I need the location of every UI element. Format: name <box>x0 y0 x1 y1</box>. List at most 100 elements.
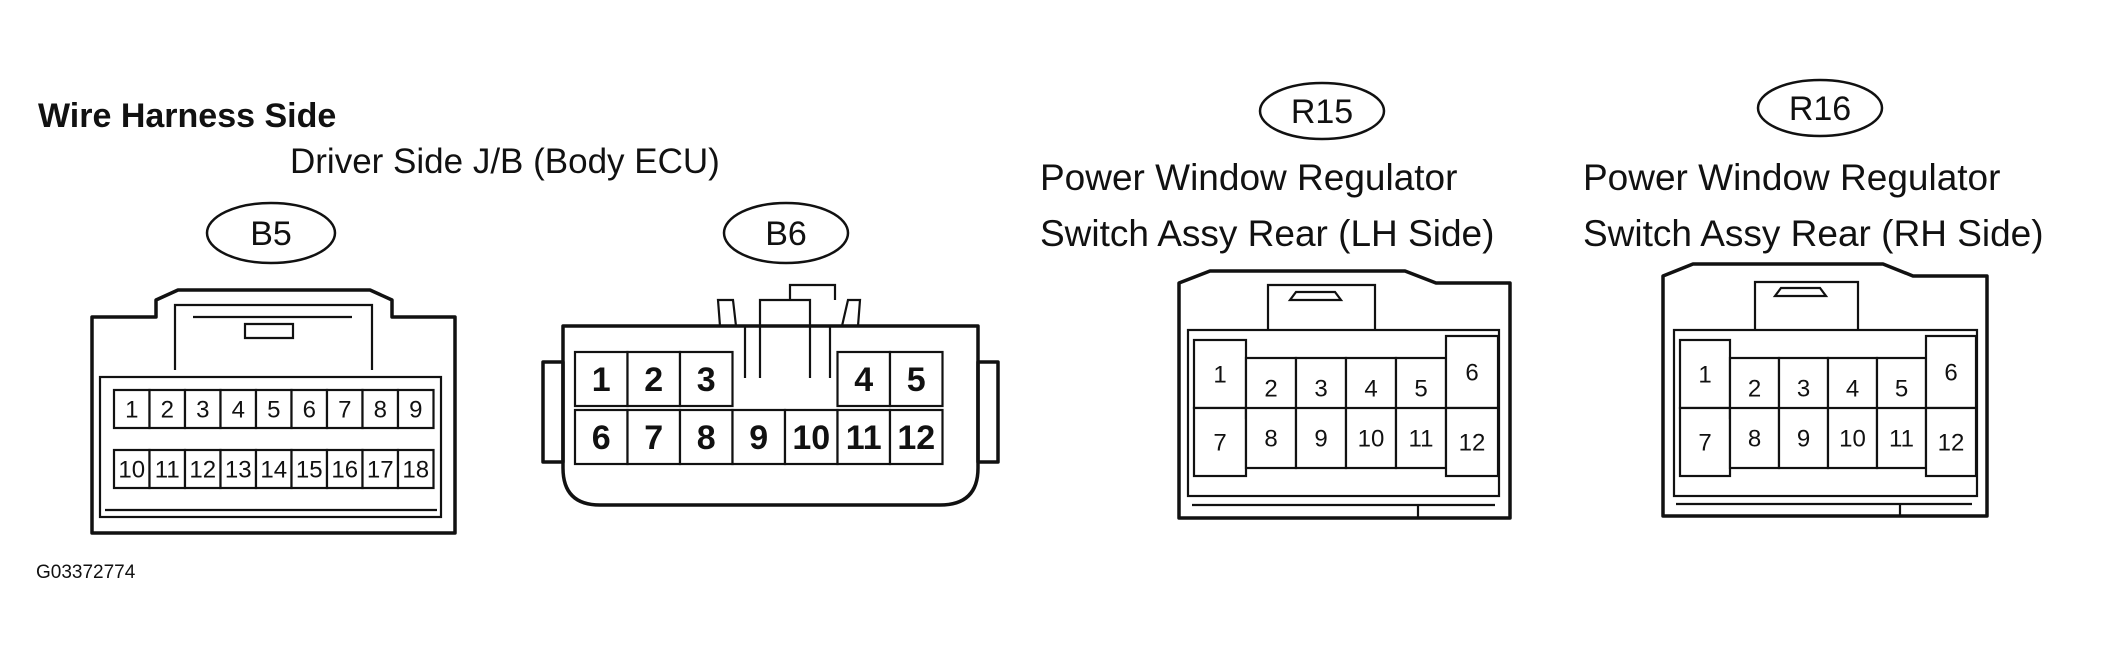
r16-badge-text: R16 <box>1789 90 1851 128</box>
pin-number: 4 <box>232 397 245 424</box>
driver-side-jb-label: Driver Side J/B (Body ECU) <box>290 142 720 181</box>
pin-number: 11 <box>1409 426 1434 453</box>
pin-cavity <box>361 388 400 430</box>
figure-id: G03372774 <box>36 562 136 583</box>
pin-number: 2 <box>644 361 663 399</box>
pin-number: 4 <box>1364 376 1377 403</box>
pin-cavity <box>678 350 734 408</box>
pin-number: 6 <box>303 397 316 424</box>
pin-cavity <box>148 448 187 490</box>
pin-cavity <box>573 408 629 466</box>
pin-cavity <box>1394 406 1448 470</box>
pin-cavity <box>573 350 629 408</box>
r15-label-line1: Power Window Regulator <box>1040 157 1458 198</box>
pin-number: 6 <box>1465 360 1478 387</box>
pin-cavity <box>888 408 944 466</box>
r16-badge <box>1756 78 1884 138</box>
pin-number: 5 <box>907 361 926 399</box>
r15-label-line2: Switch Assy Rear (LH Side) <box>1040 213 1495 254</box>
pin-cavity <box>112 388 151 430</box>
pin-number: 13 <box>225 457 252 484</box>
pin-number: 9 <box>1314 426 1327 453</box>
pin-number: 9 <box>1797 426 1810 453</box>
pin-cavity <box>1294 406 1348 470</box>
b5-badge <box>205 201 337 265</box>
r16-housing <box>1661 262 1989 518</box>
pin-cavity <box>626 350 682 408</box>
pin-number: 8 <box>1748 426 1761 453</box>
pin-number: 2 <box>1748 376 1761 403</box>
pin-number: 2 <box>161 397 174 424</box>
pin-number: 3 <box>697 361 716 399</box>
pin-number: 10 <box>1358 426 1385 453</box>
pin-number: 16 <box>331 457 358 484</box>
pin-number: 15 <box>296 457 323 484</box>
pin-cavity <box>148 388 187 430</box>
diagram-title: Wire Harness Side <box>38 97 337 135</box>
b6-left-tab <box>541 360 565 464</box>
pin-number: 17 <box>367 457 394 484</box>
b6-badge-text: B6 <box>765 215 807 253</box>
pin-number: 5 <box>267 397 280 424</box>
pin-cavity <box>1192 406 1248 478</box>
pin-number: 8 <box>374 397 387 424</box>
pin-number: 3 <box>1314 376 1327 403</box>
pin-number: 12 <box>1938 430 1965 457</box>
r16-label: Power Window Regulator Switch Assy Rear … <box>1583 150 2044 262</box>
pin-number: 18 <box>402 457 429 484</box>
pin-number: 8 <box>1264 426 1277 453</box>
pin-number: 1 <box>1698 362 1711 389</box>
r15-label: Power Window Regulator Switch Assy Rear … <box>1040 150 1494 262</box>
b6-badge <box>722 201 850 265</box>
pin-number: 2 <box>1264 376 1277 403</box>
pin-cavity <box>396 448 435 490</box>
pin-cavity <box>1678 406 1732 478</box>
b6-right-tab <box>976 360 1000 464</box>
pin-cavity <box>888 350 944 408</box>
b5-badge-text: B5 <box>250 215 292 253</box>
pin-number: 11 <box>155 457 180 484</box>
pin-number: 11 <box>1889 426 1914 453</box>
r15-latch <box>1266 283 1377 330</box>
pin-cavity <box>836 350 892 408</box>
pin-number: 1 <box>592 361 611 399</box>
pin-cavity <box>1826 406 1879 470</box>
pin-number: 7 <box>644 419 663 457</box>
pin-number: 7 <box>1213 430 1226 457</box>
pin-number: 5 <box>1895 376 1908 403</box>
b5-latch <box>173 303 374 370</box>
b6-housing <box>561 324 980 507</box>
pin-number: 3 <box>1797 376 1810 403</box>
pin-number: 8 <box>697 419 716 457</box>
pin-number: 11 <box>846 419 882 457</box>
pin-number: 4 <box>854 361 873 399</box>
r15-bottom-rib <box>1192 503 1495 518</box>
pin-number: 9 <box>749 419 768 457</box>
pin-cavity <box>1924 334 1978 410</box>
pin-number: 6 <box>1944 360 1957 387</box>
pin-cavity <box>183 448 222 490</box>
pin-number: 12 <box>1459 430 1486 457</box>
pin-number: 7 <box>1698 430 1711 457</box>
pin-number: 5 <box>1414 376 1427 403</box>
pin-number: 10 <box>118 457 145 484</box>
pin-number: 1 <box>125 397 138 424</box>
r16-latch <box>1753 280 1860 330</box>
r15-badge-text: R15 <box>1291 93 1353 131</box>
pin-cavity <box>1924 406 1978 478</box>
r15-badge <box>1258 81 1386 141</box>
pin-number: 14 <box>260 457 287 484</box>
r15-housing <box>1177 269 1512 520</box>
r16-label-line1: Power Window Regulator <box>1583 157 2001 198</box>
pin-cavity <box>1192 338 1248 410</box>
pin-number: 6 <box>592 419 611 457</box>
pin-number: 10 <box>792 419 830 457</box>
pin-cavity <box>396 388 435 430</box>
pin-number: 9 <box>409 397 422 424</box>
